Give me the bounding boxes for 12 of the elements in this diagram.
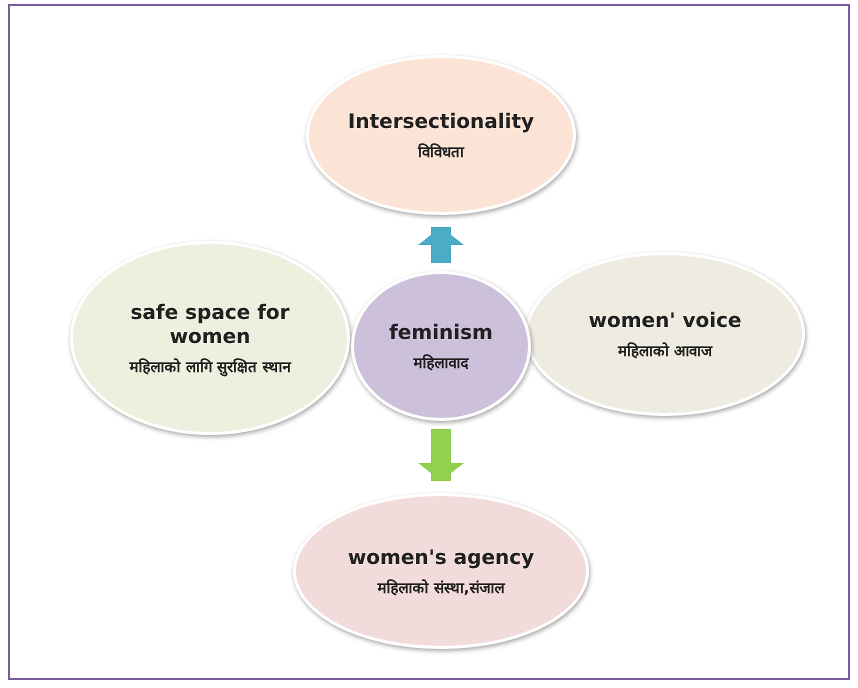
block-arrow	[418, 429, 464, 481]
node-title: women's agency	[348, 545, 534, 569]
node-title: Intersectionality	[348, 109, 534, 133]
node-title: safe space for women	[129, 300, 291, 348]
node-subtitle: विविधता	[418, 142, 464, 161]
node-subtitle: महिलाको लागि सुरक्षित स्थान	[130, 357, 290, 376]
node-title: feminism	[389, 320, 493, 344]
node-subtitle: महिलाको संस्था,संजाल	[378, 578, 504, 597]
node-subtitle: महिलाको आवाज	[618, 341, 712, 360]
node-title: women' voice	[588, 308, 742, 332]
node-subtitle: महिलावाद	[414, 353, 468, 372]
block-arrow	[418, 227, 464, 263]
